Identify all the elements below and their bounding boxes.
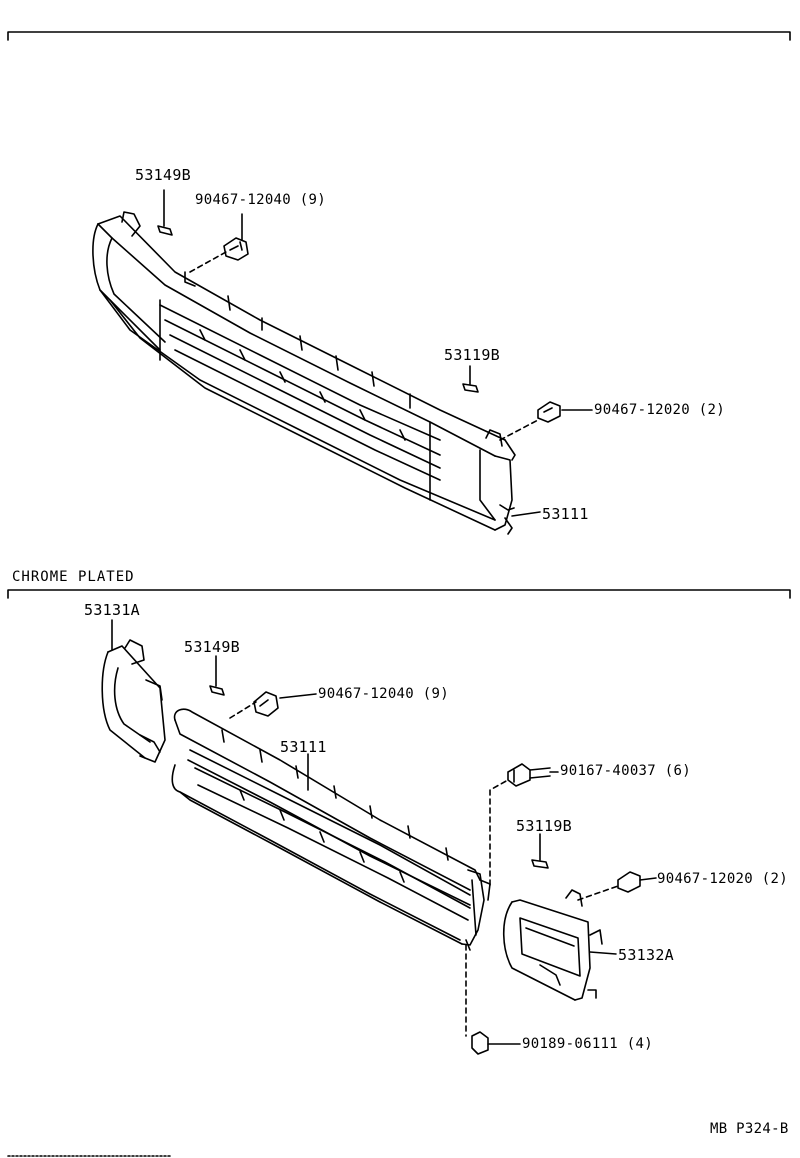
label-53111-lower: 53111 [280, 738, 327, 756]
lower-clip-90467-12040 [253, 691, 279, 717]
label-53111-upper: 53111 [542, 505, 589, 523]
label-90467-12020-lower: 90467-12020 (2) [657, 871, 788, 887]
label-53119B-lower: 53119B [516, 817, 572, 835]
label-90467-12020-upper: 90467-12020 (2) [594, 402, 725, 418]
label-53131A: 53131A [84, 601, 140, 619]
upper-clip-53119B [462, 383, 479, 393]
lower-right-bracket-drawing [502, 889, 603, 1001]
lower-clip-90467-12020 [617, 871, 641, 893]
label-90467-12040-lower: 90467-12040 (9) [318, 686, 449, 702]
lower-clip-53119B [531, 859, 549, 869]
lower-screw-90167-40037 [507, 763, 551, 787]
upper-frame-line [7, 31, 791, 41]
label-90467-12040-upper: 90467-12040 (9) [195, 192, 326, 208]
label-90189-06111: 90189-06111 (4) [522, 1036, 653, 1052]
label-90167-40037: 90167-40037 (6) [560, 763, 691, 779]
label-53149B-upper: 53149B [135, 166, 191, 184]
figure-code: MB P324-B [710, 1121, 789, 1137]
lower-clip-90189-06111 [471, 1031, 489, 1055]
lower-grille-drawing [171, 708, 491, 951]
label-53149B-lower: 53149B [184, 638, 240, 656]
label-53132A: 53132A [618, 946, 674, 964]
section-label-chrome-plated: CHROME PLATED [12, 569, 135, 585]
upper-clip-90467-12020 [537, 401, 561, 423]
lower-frame-line [7, 589, 791, 599]
lower-clip-53149B [209, 685, 225, 696]
upper-clip-53149B [157, 225, 173, 236]
lower-left-bracket-drawing [101, 639, 166, 763]
upper-clip-90467-12040 [223, 237, 249, 261]
upper-grille-drawing [92, 211, 516, 535]
label-53119B-upper: 53119B [444, 346, 500, 364]
